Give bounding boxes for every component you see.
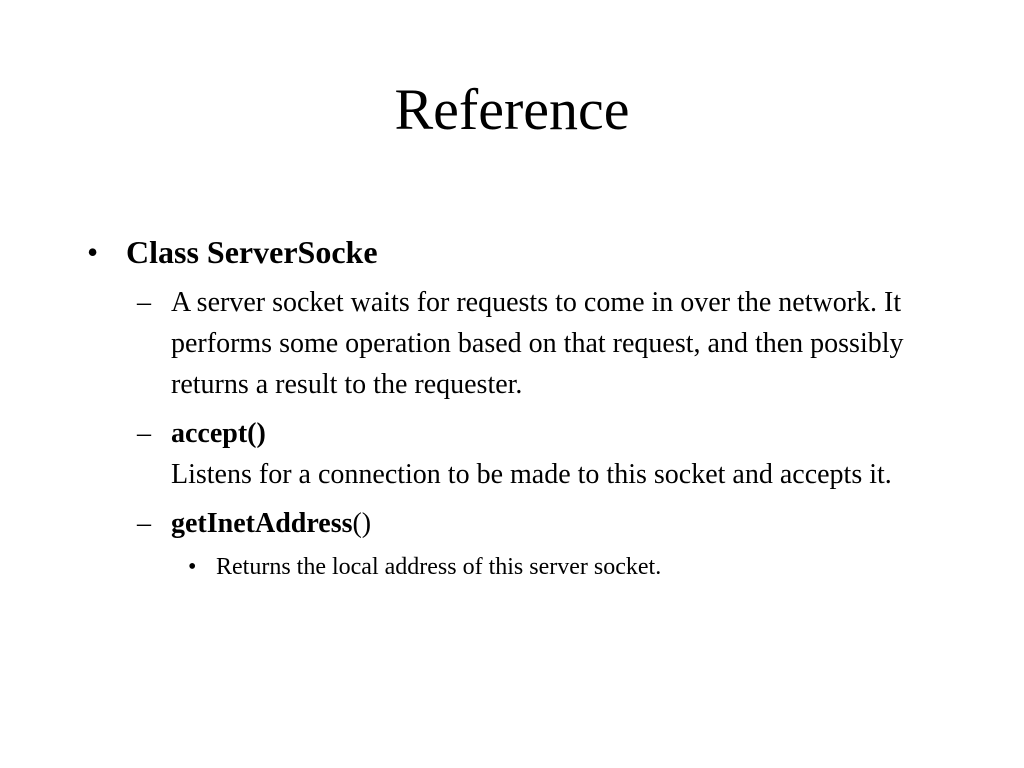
sub-sub-item-getinetaddress-desc: • Returns the local address of this serv… xyxy=(0,549,1024,585)
description-text: A server socket waits for requests to co… xyxy=(171,287,904,400)
accept-description: Listens for a connection to be made to t… xyxy=(171,459,892,490)
getinetaddress-method-name: getInetAddress xyxy=(171,508,353,539)
slide-body: • Class ServerSocke – A server socket wa… xyxy=(0,228,1024,585)
accept-method-name: accept() xyxy=(171,418,266,449)
sub-item-description: – A server socket waits for requests to … xyxy=(0,282,911,405)
class-name: Class ServerSocke xyxy=(126,234,378,270)
sub-item-getinetaddress: – getInetAddress() xyxy=(0,503,911,544)
getinetaddress-description: Returns the local address of this server… xyxy=(216,554,662,580)
dash-icon: – xyxy=(137,418,151,449)
bullet-icon: • xyxy=(188,554,197,580)
dash-icon: – xyxy=(137,287,151,318)
dash-icon: – xyxy=(137,508,151,539)
bullet-class-serversocket: • Class ServerSocke xyxy=(0,228,1024,276)
slide-title: Reference xyxy=(394,77,630,142)
bullet-icon: • xyxy=(87,234,99,270)
getinetaddress-parens: () xyxy=(352,508,372,539)
sub-item-accept: – accept() Listens for a connection to b… xyxy=(0,413,911,495)
